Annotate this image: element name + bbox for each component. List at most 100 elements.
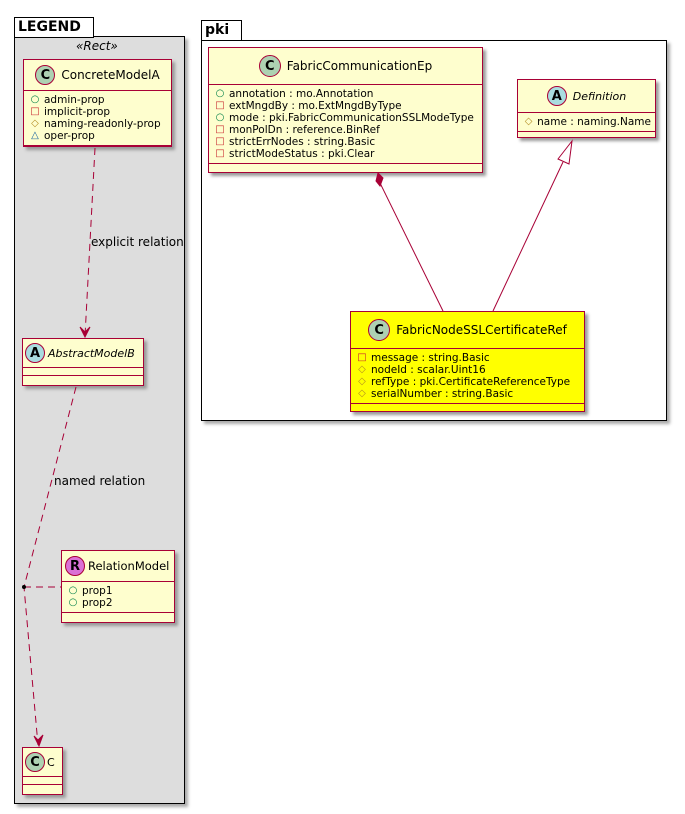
attribute: ◇ naming-readonly-prop: [30, 118, 167, 130]
class-header: C FabricNodeSSLCertificateRef: [351, 312, 584, 349]
private-visibility-icon: □: [215, 148, 225, 159]
private-visibility-icon: □: [357, 352, 367, 363]
public-visibility-icon: ○: [215, 88, 225, 99]
attribute-list: ○ admin-prop □ implicit-prop ◇ naming-reado…: [24, 91, 171, 146]
class-name: C: [47, 755, 55, 769]
attribute: □ extMngdBy : mo.ExtMngdByType: [215, 100, 478, 112]
public-visibility-icon: ○: [68, 597, 78, 608]
legend-stereotype: «Rect»: [76, 39, 118, 53]
package-visibility-icon: △: [31, 130, 39, 141]
class-fabric-node-ssl-certificate-ref[interactable]: C FabricNodeSSLCertificateRef □ message :…: [350, 311, 585, 412]
attribute: □monPolDn : reference.BinRef: [215, 124, 478, 136]
attribute-text: nodeId : scalar.Uint16: [371, 364, 486, 376]
class-name: Definition: [572, 89, 627, 103]
attribute-text: annotation : mo.Annotation: [229, 88, 374, 100]
attribute-text: refType : pki.CertificateReferenceType: [371, 376, 571, 388]
class-name: ConcreteModelA: [61, 68, 160, 82]
public-visibility-icon: ○: [30, 94, 40, 105]
attribute: ○ annotation : mo.Annotation: [215, 88, 478, 100]
attribute: □ message : string.Basic: [357, 352, 580, 364]
relation-r-icon: R: [65, 556, 85, 576]
attribute-text: monPolDn : reference.BinRef: [229, 124, 380, 136]
attribute: ◇ refType : pki.CertificateReferenceType: [357, 376, 580, 388]
class-c-icon: C: [35, 65, 56, 85]
class-concrete-model-a[interactable]: C ConcreteModelA ○ admin-prop □ implicit-p…: [23, 59, 172, 147]
class-header: A Definition: [518, 80, 655, 113]
class-name: FabricCommunicationEp: [286, 59, 433, 73]
attribute: ◇ name : naming.Name: [524, 116, 651, 128]
attribute-list: □ message : string.Basic ◇ nodeId : scalar…: [351, 349, 584, 404]
named-relation-edge[interactable]: [23, 386, 77, 746]
attribute-text: strictModeStatus : pki.Clear: [229, 148, 375, 160]
attribute-text: extMngdBy : mo.ExtMngdByType: [229, 100, 402, 112]
legend-package: [14, 36, 185, 804]
attribute: ◇ serialNumber : string.Basic: [357, 388, 580, 400]
composition-edge[interactable]: [379, 182, 444, 312]
class-name: FabricNodeSSLCertificateRef: [396, 323, 567, 337]
composition-diamond-icon: [375, 172, 384, 187]
attribute-text: strictErrNodes : string.Basic: [229, 136, 376, 148]
attribute-text: implicit-prop: [44, 106, 111, 118]
class-definition[interactable]: A Definition ◇ name : naming.Name: [517, 79, 656, 138]
generalization-triangle-icon: [557, 139, 573, 165]
protected-visibility-icon: ◇: [358, 376, 366, 387]
attribute: ○ prop2: [68, 597, 170, 609]
attribute: □ strictErrNodes : string.Basic: [215, 136, 478, 148]
attribute: ◇ nodeId : scalar.Uint16: [357, 364, 580, 376]
legend-package-name: LEGEND: [18, 19, 81, 35]
attribute-text: admin-prop: [44, 94, 105, 106]
class-relation-model[interactable]: R RelationModel ○ prop1 ○ prop2: [61, 550, 175, 623]
attribute: ○ prop1: [68, 585, 170, 597]
attribute-list: ◇ name : naming.Name: [518, 113, 655, 132]
private-visibility-icon: □: [30, 106, 40, 117]
class-c-icon: C: [25, 752, 45, 772]
attribute-text: mode : pki.FabricCommunicationSSLModeTyp…: [229, 112, 474, 124]
attribute-list: ○ annotation : mo.Annotation □ extMngdBy :…: [209, 85, 482, 164]
class-header: R RelationModel: [62, 551, 174, 582]
class-abstract-model-b[interactable]: A AbstractModelB: [22, 338, 144, 386]
explicit-relation-arrowhead-icon: [79, 326, 91, 339]
explicit-relation-edge[interactable]: [84, 147, 96, 337]
class-name: RelationModel: [88, 559, 170, 573]
attribute-text: oper-prop: [44, 130, 95, 142]
attribute-text: message : string.Basic: [371, 352, 490, 364]
pki-package-tab: pki: [201, 20, 243, 41]
protected-visibility-icon: ◇: [358, 388, 366, 399]
attribute: □ implicit-prop: [30, 106, 167, 118]
class-c-icon: C: [368, 319, 391, 341]
explicit-relation-label: explicit relation: [91, 235, 184, 249]
attribute: △ oper-prop: [30, 130, 167, 142]
attribute: ○ admin-prop: [30, 94, 167, 106]
attribute: □ strictModeStatus : pki.Clear: [215, 148, 478, 160]
association-junction-dot: [22, 585, 26, 589]
abstract-a-icon: A: [546, 86, 567, 106]
class-fabric-communication-ep[interactable]: C FabricCommunicationEp ○ annotation : mo…: [208, 47, 483, 173]
generalization-edge[interactable]: [492, 161, 564, 312]
attribute-compartment: [23, 777, 62, 785]
attribute-text: naming-readonly-prop: [44, 118, 161, 130]
attribute-text: name : naming.Name: [537, 116, 651, 128]
protected-visibility-icon: ◇: [358, 364, 366, 375]
class-header: C C: [23, 748, 62, 777]
named-relation-label: named relation: [54, 474, 146, 488]
class-header: A AbstractModelB: [23, 339, 143, 368]
class-header: C FabricCommunicationEp: [209, 48, 482, 85]
attribute-text: prop2: [82, 597, 113, 609]
attribute-compartment: [23, 368, 143, 376]
private-visibility-icon: □: [215, 100, 225, 111]
class-header: C ConcreteModelA: [24, 60, 171, 91]
class-name: AbstractModelB: [48, 346, 135, 360]
public-visibility-icon: ○: [68, 585, 78, 596]
private-visibility-icon: □: [215, 136, 225, 147]
attribute-text: prop1: [82, 585, 113, 597]
legend-package-tab: LEGEND: [14, 17, 94, 38]
class-c[interactable]: C C: [22, 747, 63, 795]
protected-visibility-icon: ◇: [31, 118, 39, 129]
abstract-a-icon: A: [25, 343, 45, 363]
pki-package-name: pki: [205, 22, 230, 38]
named-relation-arrowhead-icon: [33, 734, 44, 748]
protected-visibility-icon: ◇: [524, 116, 533, 127]
attribute-text: serialNumber : string.Basic: [371, 388, 514, 400]
public-visibility-icon: ○: [215, 112, 225, 123]
